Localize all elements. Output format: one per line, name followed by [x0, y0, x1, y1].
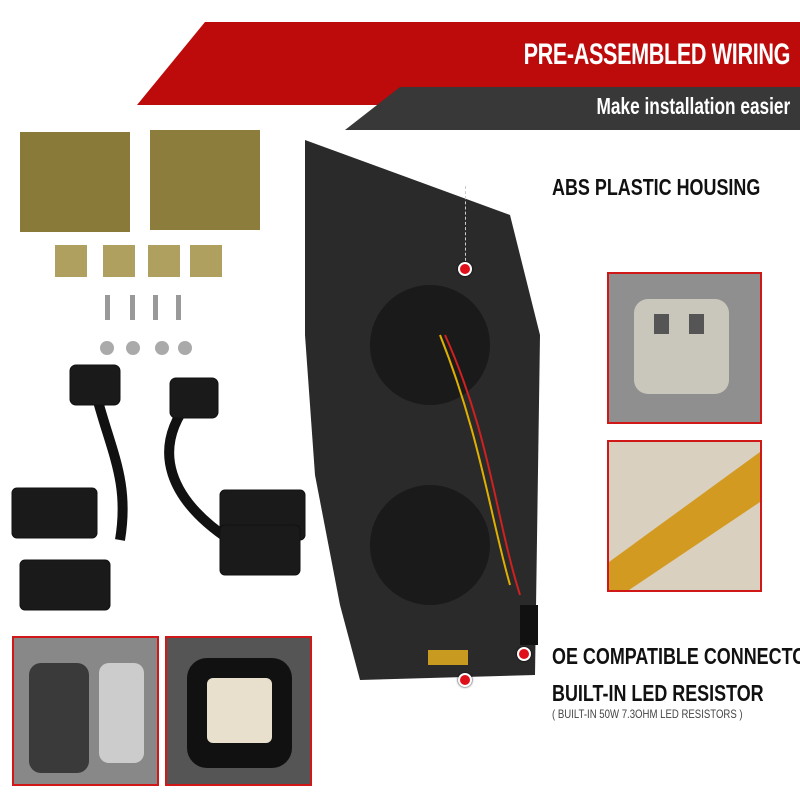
mounting-hardware-image	[11, 130, 306, 611]
bracket-left	[20, 132, 130, 232]
inset-oe-socket	[165, 636, 312, 786]
inset-harness-connector	[12, 636, 159, 786]
inset-connector-closeup	[607, 272, 762, 424]
clips	[55, 245, 222, 277]
housing-marker	[458, 262, 472, 276]
bracket-right	[150, 130, 260, 230]
nuts	[100, 341, 192, 355]
oe-connector	[520, 605, 538, 645]
subtitle-banner	[345, 87, 800, 130]
banner-subtitle: Make installation easier	[596, 93, 790, 119]
callout-led-resistor: BUILT-IN LED RESISTOR	[552, 680, 764, 706]
wiring-harnesses	[11, 364, 306, 611]
banner-title: PRE-ASSEMBLED WIRING	[523, 38, 791, 71]
callout-oe-connector: OE COMPATIBLE CONNECTOR	[552, 643, 800, 669]
inset-resistor-closeup	[607, 440, 762, 592]
tail-light-image	[305, 140, 540, 680]
connector-marker	[517, 647, 531, 661]
led-resistor	[428, 650, 468, 665]
callout-led-resistor-note: ( BUILT-IN 50W 7.3OHM LED RESISTORS )	[552, 707, 743, 721]
screws	[105, 295, 181, 320]
resistor-marker	[458, 673, 472, 687]
callout-line	[465, 186, 466, 266]
callout-abs-housing: ABS PLASTIC HOUSING	[552, 174, 761, 200]
